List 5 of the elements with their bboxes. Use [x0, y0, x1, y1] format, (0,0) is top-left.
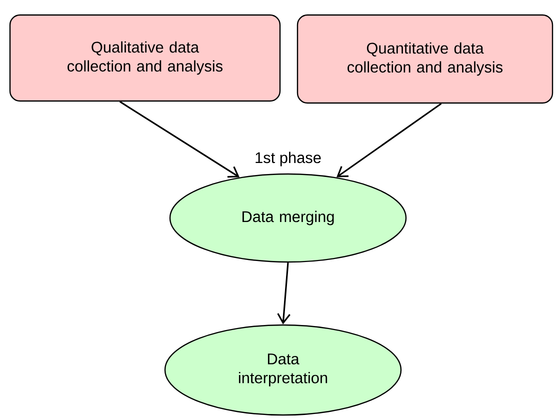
process-box: Quantitative data collection and analysis [296, 14, 554, 104]
process-box: Qualitative data collection and analysis [9, 14, 281, 102]
arrow [119, 100, 240, 178]
arrow [336, 102, 442, 178]
arrow [277, 262, 290, 324]
